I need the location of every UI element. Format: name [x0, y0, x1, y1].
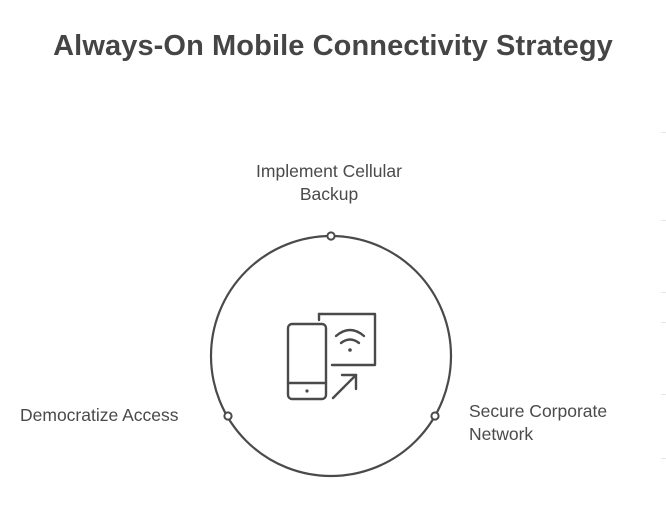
node-label-secure-corporate-network: Secure Corporate Network — [469, 400, 649, 446]
edge-divider — [661, 394, 666, 395]
mobile-wifi-icon — [286, 312, 377, 401]
node-label-line: Network — [469, 424, 534, 444]
node-label-implement-cellular-backup: Implement Cellular Backup — [229, 160, 429, 206]
edge-divider — [661, 292, 666, 293]
node-label-line: Secure Corporate — [469, 401, 608, 421]
node-label-line: Democratize Access — [20, 405, 179, 425]
node-label-line: Backup — [299, 184, 359, 204]
node-label-democratize-access: Democratize Access — [20, 404, 200, 427]
node-dot-right — [430, 411, 440, 421]
edge-divider — [661, 322, 666, 323]
edge-divider — [661, 132, 666, 133]
cycle-ring — [209, 234, 453, 478]
edge-divider — [661, 220, 666, 221]
edge-divider — [661, 458, 666, 459]
node-label-line: Implement Cellular — [256, 161, 402, 181]
node-dot-left — [223, 411, 233, 421]
node-dot-top — [326, 231, 336, 241]
page-title: Always-On Mobile Connectivity Strategy — [53, 30, 613, 62]
